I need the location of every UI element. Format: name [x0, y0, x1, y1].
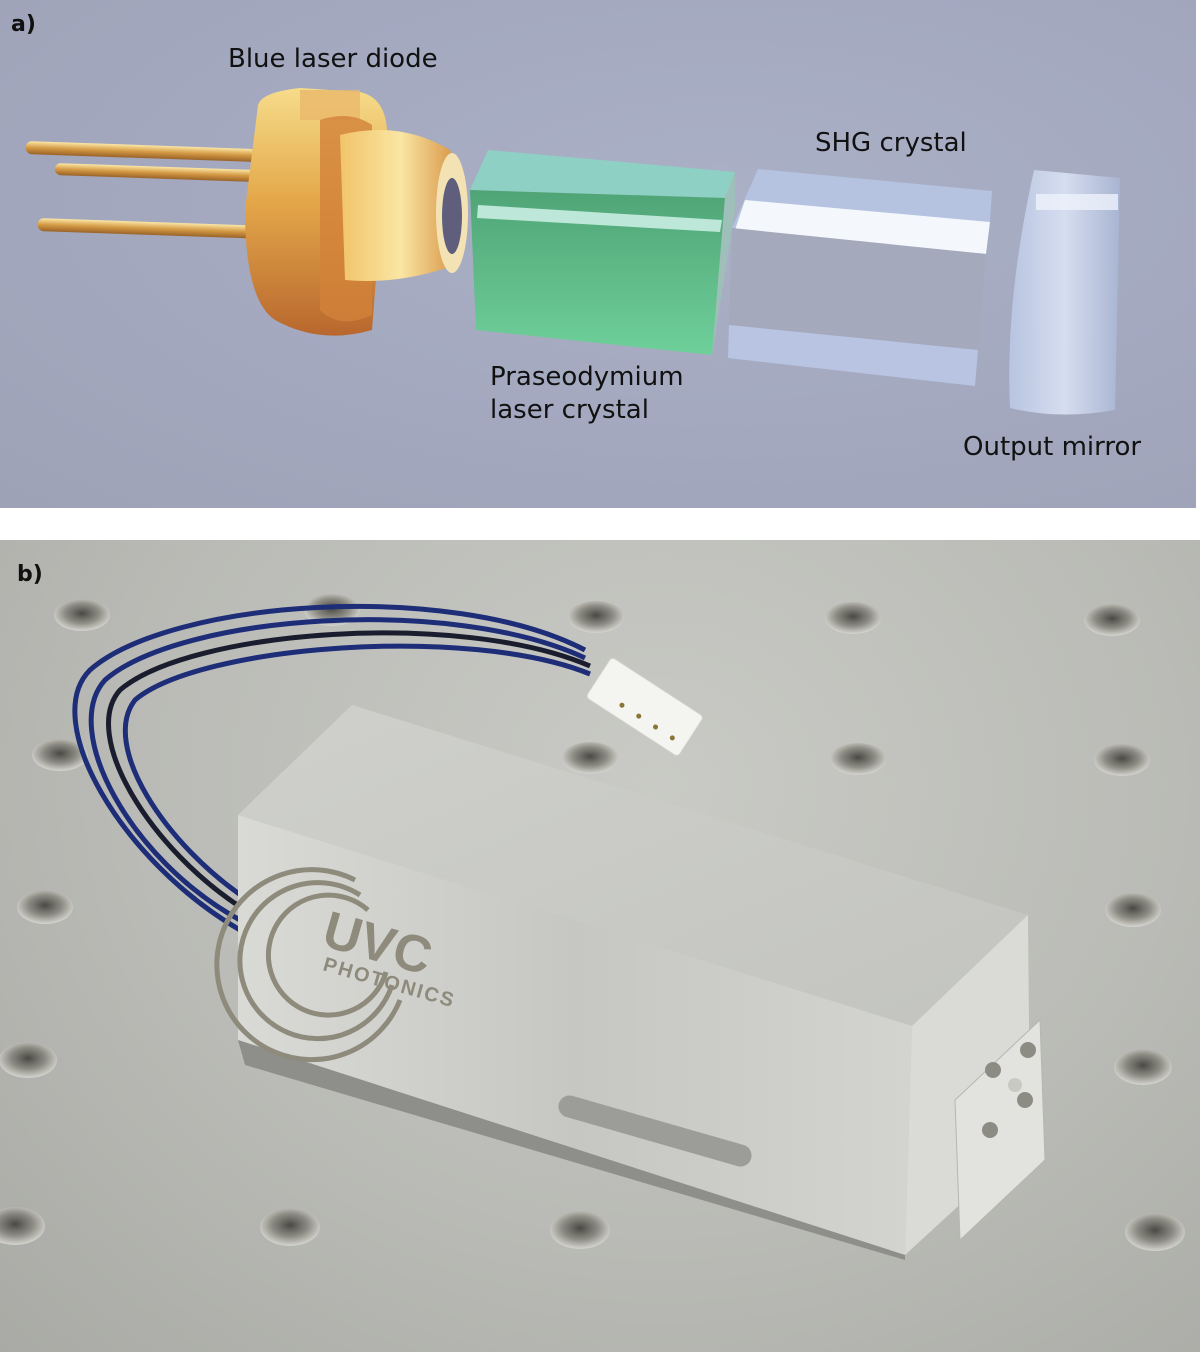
- diode-pins: [25, 141, 256, 239]
- caption-shg-crystal: SHG crystal: [815, 128, 967, 158]
- praseodymium-laser-crystal: [470, 150, 735, 355]
- laser-components-illustration: [25, 88, 1120, 415]
- output-mirror: [1009, 170, 1120, 415]
- caption-line-1: Praseodymium: [490, 362, 684, 392]
- caption-line-2: laser crystal: [490, 395, 649, 425]
- blue-cable: [72, 603, 591, 933]
- panel-b-photograph: UVC PHOTONICS b): [0, 540, 1200, 1352]
- caption-praseodymium-laser-crystal: Praseodymium laser crystal: [490, 361, 684, 427]
- uvc-photonics-logo: [214, 867, 403, 1063]
- blue-laser-diode: [245, 88, 468, 336]
- caption-output-mirror: Output mirror: [963, 432, 1142, 462]
- white-connector: [586, 657, 703, 756]
- panel-a-label: a): [11, 12, 36, 37]
- shg-crystal: [728, 169, 992, 386]
- laser-module-photo: UVC PHOTONICS: [0, 594, 1185, 1260]
- panel-a-rendering: a) Blue laser diode Praseodymium laser c…: [0, 0, 1196, 508]
- panel-b-label: b): [17, 562, 43, 587]
- breadboard-holes: [0, 594, 1185, 1251]
- caption-blue-laser-diode: Blue laser diode: [228, 44, 438, 74]
- laser-module-housing: [238, 705, 1046, 1260]
